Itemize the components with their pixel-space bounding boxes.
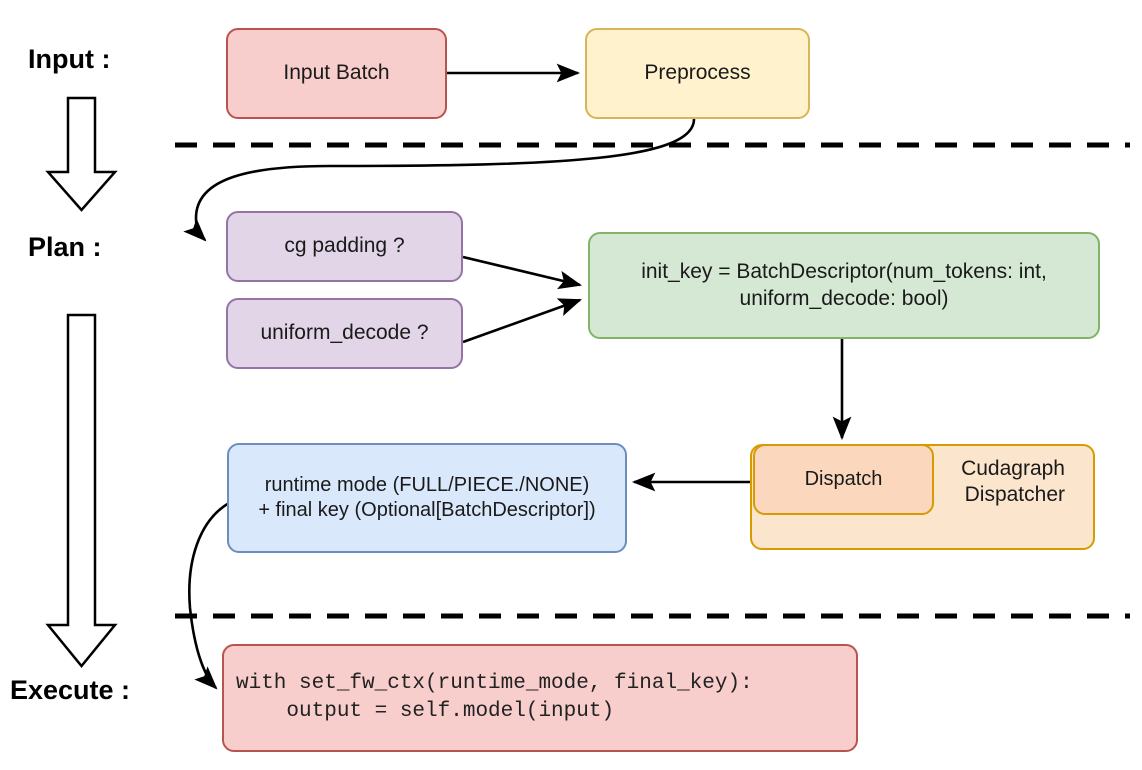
node-preprocess[interactable]: Preprocess xyxy=(585,28,810,119)
node-cg-padding[interactable]: cg padding ? xyxy=(226,211,463,282)
stage-block-arrow-plan-execute xyxy=(45,313,118,668)
node-cudagraph-dispatcher-line2: Dispatcher xyxy=(964,483,1065,507)
node-uniform-decode[interactable]: uniform_decode ? xyxy=(226,298,463,369)
node-uniform-decode-label: uniform_decode ? xyxy=(260,321,429,345)
node-execute-code-line1: with set_fw_ctx(runtime_mode, final_key)… xyxy=(236,671,753,695)
node-cudagraph-dispatcher-line1: Cudagraph xyxy=(961,457,1065,480)
node-runtime-mode[interactable]: runtime mode (FULL/PIECE./NONE) + final … xyxy=(227,443,627,553)
node-runtime-mode-line1: runtime mode (FULL/PIECE./NONE) xyxy=(264,474,590,496)
stage-block-arrow-input-plan xyxy=(45,96,118,212)
node-init-key-line1: init_key = BatchDescriptor(num_tokens: i… xyxy=(641,260,1047,284)
node-preprocess-label: Preprocess xyxy=(644,61,751,85)
node-runtime-mode-line2: + final key (Optional[BatchDescriptor]) xyxy=(258,499,596,521)
node-init-key-line2: uniform_decode: bool) xyxy=(739,286,949,310)
node-cg-padding-label: cg padding ? xyxy=(284,234,405,258)
stage-label-execute: Execute : xyxy=(10,675,131,705)
node-input-batch[interactable]: Input Batch xyxy=(226,28,447,119)
node-dispatch-label: Dispatch xyxy=(804,468,883,490)
node-init-key[interactable]: init_key = BatchDescriptor(num_tokens: i… xyxy=(588,232,1100,339)
stage-label-input: Input : xyxy=(28,44,111,74)
connector-cg-padding-to-init-key xyxy=(462,255,583,290)
stage-label-plan: Plan : xyxy=(28,232,102,262)
node-dispatch[interactable]: Dispatch xyxy=(753,444,934,515)
node-execute-code-line2: output = self.model(input) xyxy=(236,700,615,723)
node-execute-code[interactable]: with set_fw_ctx(runtime_mode, final_key)… xyxy=(222,644,858,752)
node-input-batch-label: Input Batch xyxy=(283,61,390,85)
connector-uniform-decode-to-init-key xyxy=(462,298,582,344)
